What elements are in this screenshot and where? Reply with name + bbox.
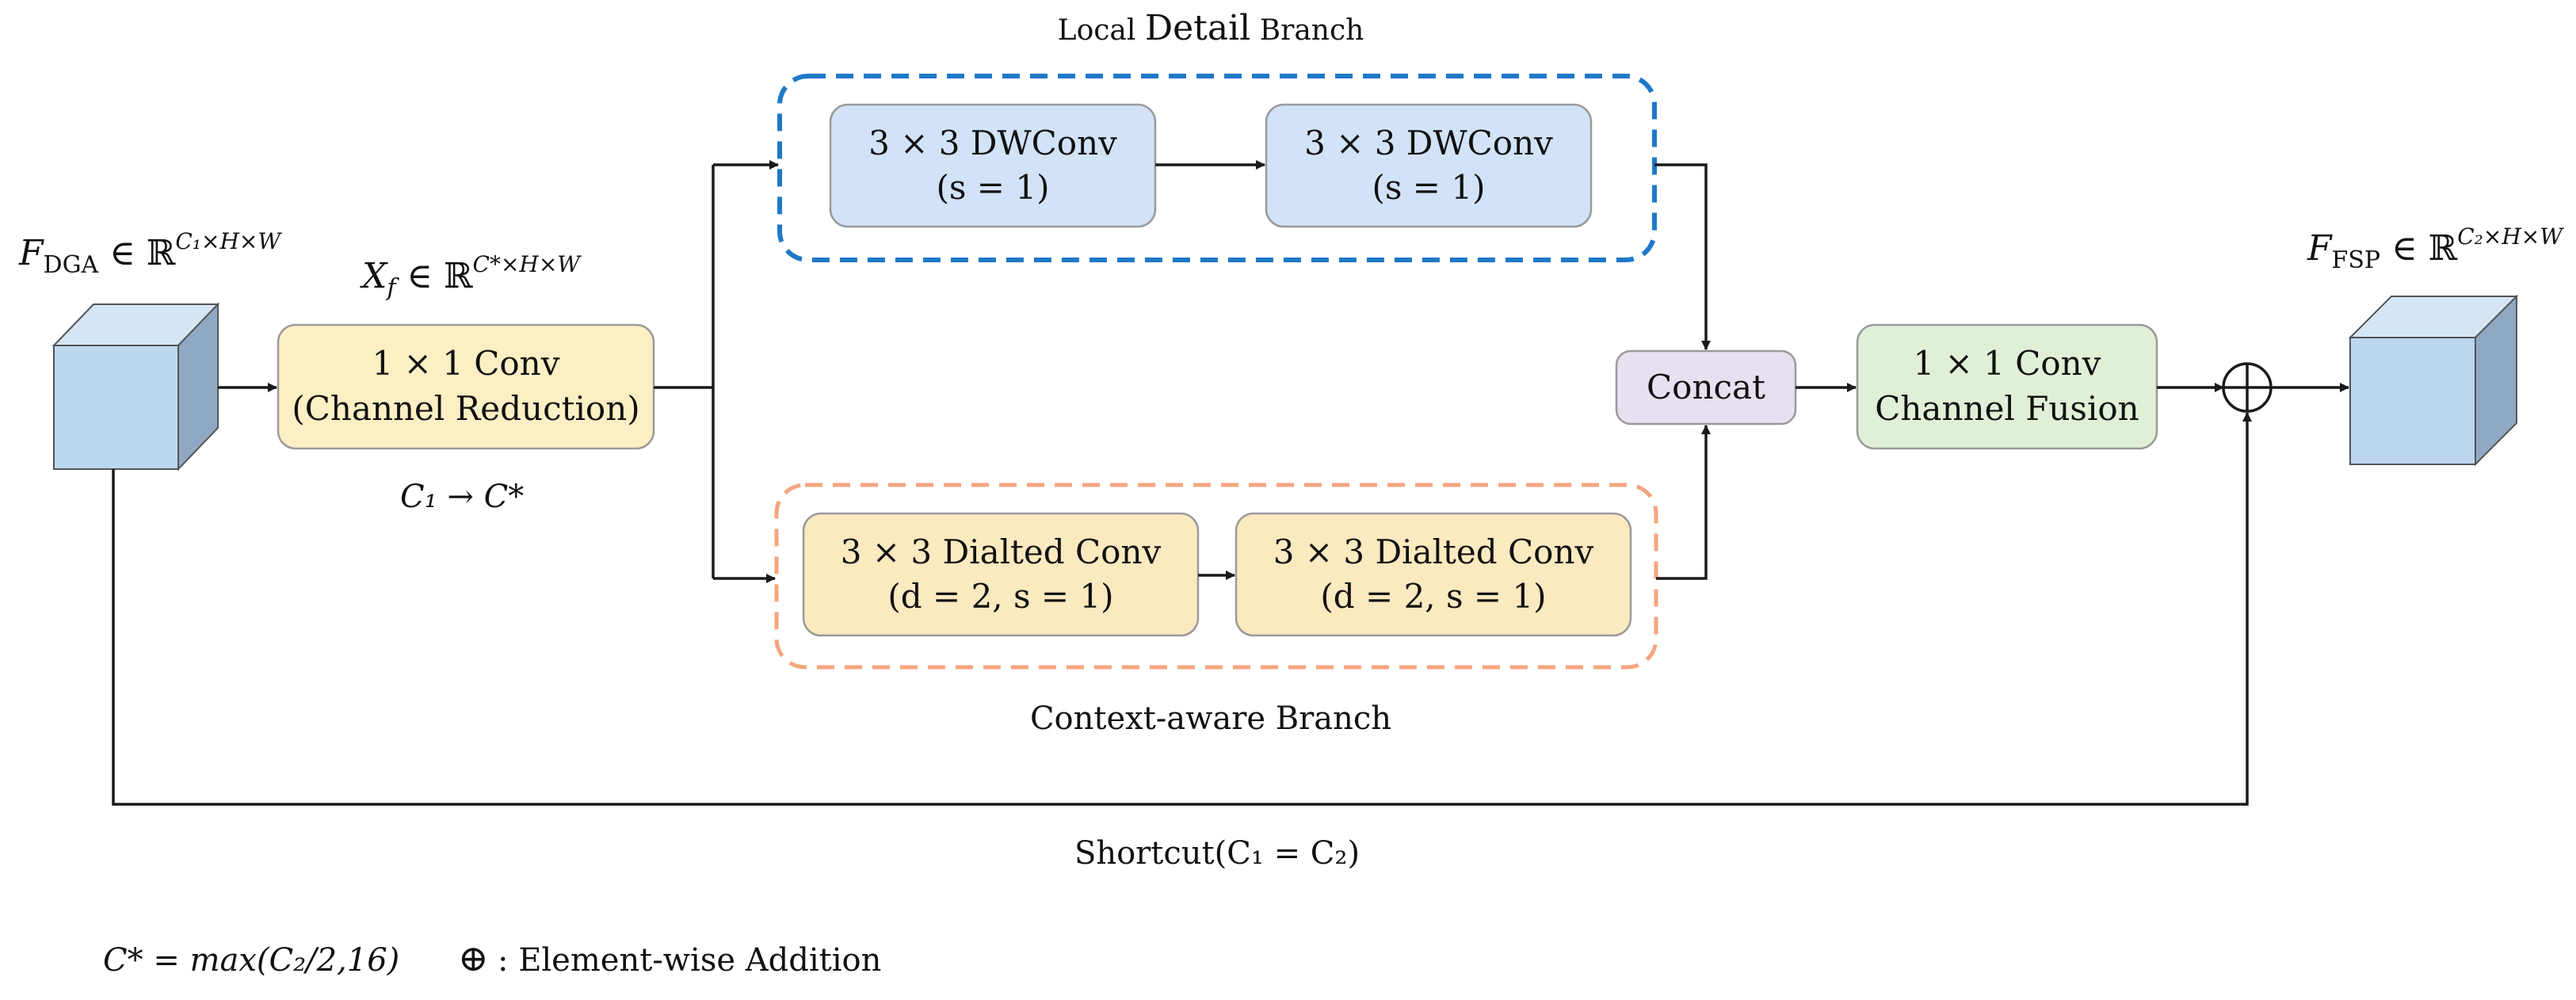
- xf-feature-label: Xf ∈ ℝC*×H×W: [360, 251, 582, 302]
- dwconv-1-line2: (s = 1): [937, 168, 1050, 207]
- dwconv-2-line2: (s = 1): [1372, 168, 1486, 207]
- channel-fusion-line1: 1 × 1 Conv: [1914, 344, 2101, 383]
- input-cube-front-face: [53, 345, 179, 470]
- input-feature-label: FDGA ∈ ℝC₁×H×W: [18, 228, 282, 279]
- channel-reduction-line2: (Channel Reduction): [292, 389, 639, 428]
- dilated-conv-1-line1: 3 × 3 Dialted Conv: [841, 532, 1162, 571]
- arrow-context-to-concat: [1656, 425, 1711, 580]
- input-feature-cube: [52, 302, 220, 471]
- dwconv-box-2: [1265, 103, 1593, 228]
- legend-circle-plus-icon: ⊕: [458, 937, 489, 979]
- legend-addition-text: : Element-wise Addition: [498, 942, 881, 979]
- channel-reduction-line1: 1 × 1 Conv: [372, 344, 560, 383]
- shortcut-path: [112, 412, 2252, 806]
- connector-lines: [112, 160, 2349, 806]
- arrow-local-to-concat: [1654, 163, 1711, 350]
- shortcut-label: Shortcut(C₁ = C₂): [1074, 835, 1360, 872]
- local-detail-branch-title: Local Detail Branch: [1058, 8, 1364, 48]
- dwconv-1-line1: 3 × 3 DWConv: [868, 124, 1117, 162]
- output-feature-label: FFSP ∈ ℝC₂×H×W: [2307, 223, 2564, 274]
- dwconv-2-line1: 3 × 3 DWConv: [1304, 124, 1553, 162]
- concat-label: Concat: [1647, 368, 1765, 406]
- output-cube-front-face: [2349, 337, 2476, 465]
- output-feature-cube: [2348, 294, 2519, 467]
- legend-cstar-formula: C* = max(C₂/2,16): [103, 942, 399, 979]
- channel-reduction-mapping: C₁ → C*: [400, 479, 524, 515]
- circle-plus-icon: [2222, 362, 2273, 413]
- dilated-conv-2-line2: (d = 2, s = 1): [1320, 577, 1546, 616]
- dilated-conv-1-line2: (d = 2, s = 1): [887, 577, 1113, 616]
- context-aware-branch-title: Context-aware Branch: [1030, 700, 1391, 737]
- local-detail-branch-container: [777, 74, 1657, 262]
- dilated-conv-2-line1: 3 × 3 Dialted Conv: [1273, 532, 1594, 571]
- dilated-conv-box-2: [1235, 512, 1632, 637]
- context-aware-branch-container: [774, 483, 1658, 670]
- channel-fusion-line2: Channel Fusion: [1875, 389, 2139, 428]
